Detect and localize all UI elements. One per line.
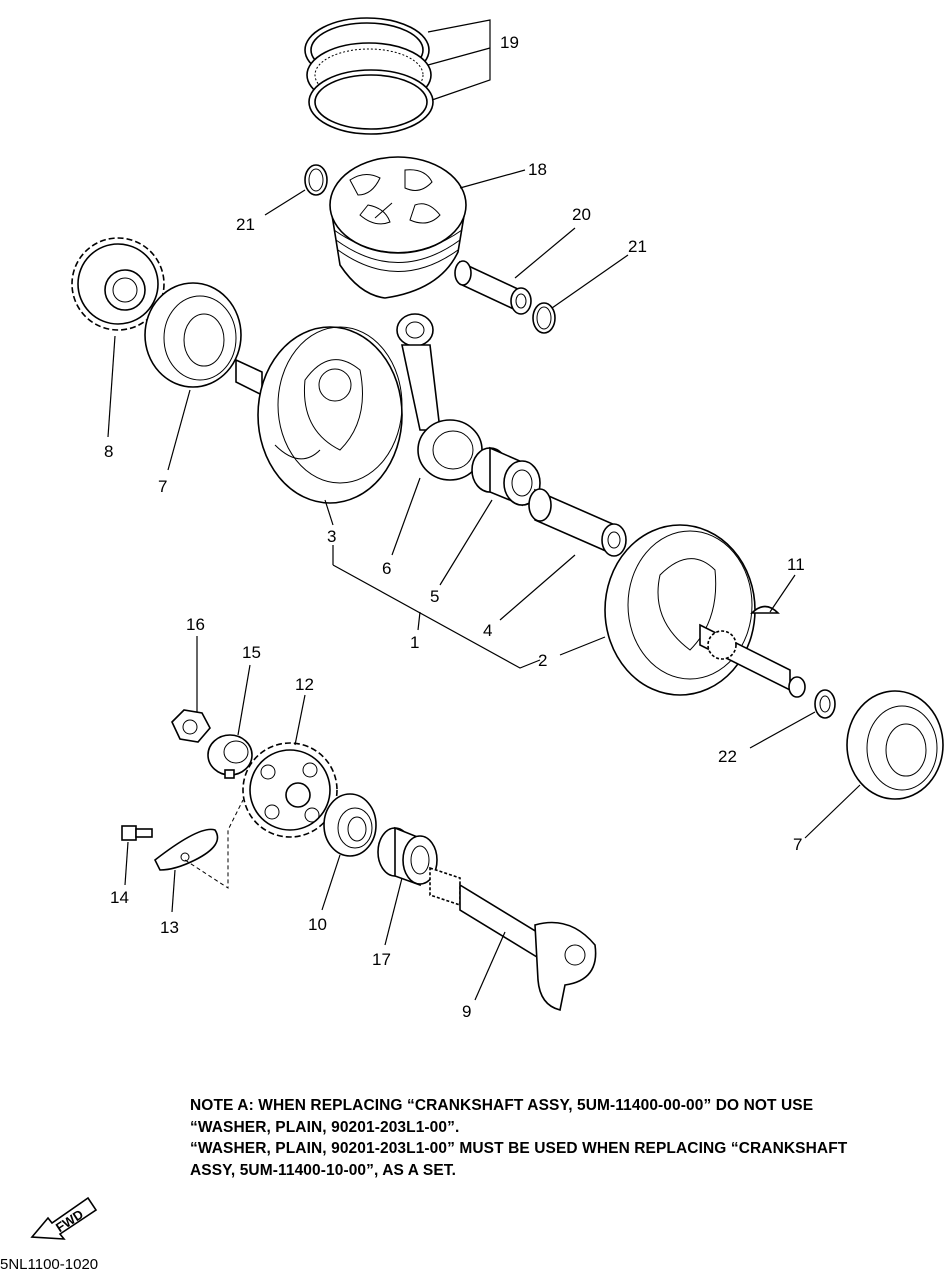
fwd-arrow-icon: FWD xyxy=(30,1196,98,1240)
callout-15: 15 xyxy=(242,643,261,662)
needle-bearing-balancer xyxy=(377,826,438,887)
needle-bearing-crank xyxy=(471,446,541,507)
crank-pin xyxy=(528,488,627,557)
primary-drive-gear xyxy=(71,237,165,331)
callout-4: 4 xyxy=(483,621,492,640)
connecting-rod xyxy=(396,313,483,481)
crank-web-left xyxy=(235,326,403,504)
drawing-code: 5NL1100-1020 xyxy=(0,1256,99,1273)
bearing-lower xyxy=(846,690,944,800)
callout-17: 17 xyxy=(372,950,391,969)
callout-21: 21 xyxy=(628,237,647,256)
callout-2: 2 xyxy=(538,651,547,670)
callout-20: 20 xyxy=(572,205,591,224)
balancer-shaft xyxy=(429,866,597,1011)
callout-1: 1 xyxy=(410,633,419,652)
callout-labels: 19 18 21 20 21 8 7 3 6 5 1 4 2 11 22 7 1… xyxy=(104,33,805,1021)
crank-web-right xyxy=(604,524,806,698)
callout-10: 10 xyxy=(308,915,327,934)
circlip-left xyxy=(304,164,328,196)
callout-18: 18 xyxy=(528,160,547,179)
callout-14: 14 xyxy=(110,888,129,907)
callout-11: 11 xyxy=(787,555,805,574)
balancer-bearing xyxy=(323,793,377,857)
callout-6: 6 xyxy=(382,559,391,578)
woodruff-key xyxy=(750,605,780,614)
leader-lines xyxy=(107,19,861,1001)
note-line-2: “WASHER, PLAIN, 90201-203L1-00”. xyxy=(190,1118,460,1136)
callout-22: 22 xyxy=(718,747,737,766)
plain-washer xyxy=(814,689,836,719)
callout-5: 5 xyxy=(430,587,439,606)
callout-12: 12 xyxy=(295,675,314,694)
bearing-upper xyxy=(144,282,242,388)
note-line-3: “WASHER, PLAIN, 90201-203L1-00” MUST BE … xyxy=(190,1140,848,1157)
callout-9: 9 xyxy=(462,1002,471,1021)
piston-rings xyxy=(304,17,434,135)
alignment-line xyxy=(184,799,244,889)
lock-washer xyxy=(207,734,253,779)
piston-pin xyxy=(454,260,532,315)
callout-13: 13 xyxy=(160,918,179,937)
note-a: NOTE A: WHEN REPLACING “CRANKSHAFT ASSY,… xyxy=(190,1095,910,1181)
bolt xyxy=(121,825,153,841)
callout-8: 8 xyxy=(104,442,113,461)
callout-21: 21 xyxy=(236,215,255,234)
callout-3: 3 xyxy=(327,527,336,546)
circlip-right xyxy=(532,302,556,334)
nut xyxy=(171,709,211,743)
callout-19: 19 xyxy=(500,33,519,52)
balancer-weight-plate xyxy=(153,828,219,871)
piston xyxy=(329,156,467,299)
callout-16: 16 xyxy=(186,615,205,634)
callout-7: 7 xyxy=(793,835,802,854)
balancer-gear xyxy=(242,742,338,838)
callout-7: 7 xyxy=(158,477,167,496)
note-line-1: NOTE A: WHEN REPLACING “CRANKSHAFT ASSY,… xyxy=(190,1097,814,1114)
note-line-4: ASSY, 5UM-11400-10-00”, AS A SET. xyxy=(190,1161,457,1179)
